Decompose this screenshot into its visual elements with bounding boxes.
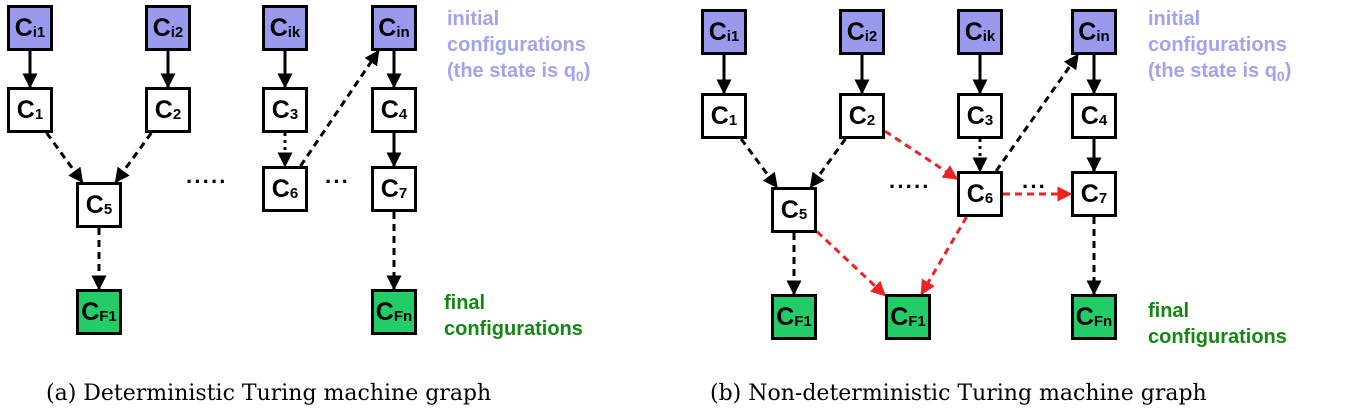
edge-b_c1-to-b_c5 xyxy=(739,138,779,189)
edge-b_c5-to-b_cf1b xyxy=(815,230,887,297)
final-label-line2-b: configurations xyxy=(1148,326,1287,348)
edge-a_c2-to-a_c5 xyxy=(114,132,153,184)
final-configurations-label-a: final configurations xyxy=(444,290,583,342)
initial-label-line2-b: configurations xyxy=(1148,34,1287,56)
edge-b_c2-to-b_c5 xyxy=(809,138,847,189)
initial-configurations-label-a: initial configurations (the state is q0) xyxy=(447,6,590,89)
ellipsis-dots-a2: ··· xyxy=(325,169,350,194)
edge-b_c6-to-b_cf1b xyxy=(920,216,968,296)
ellipsis-dots-b2: ··· xyxy=(1022,174,1047,199)
initial-label-line3-b: (the state is q0) xyxy=(1148,60,1292,84)
initial-label-line3-a: (the state is q0) xyxy=(447,60,591,84)
initial-label-line1-a: initial xyxy=(447,8,500,30)
final-label-line2-a: configurations xyxy=(444,318,583,340)
edge-a_c1-to-a_c5 xyxy=(45,132,84,184)
edge-b_c6-to-b_cin xyxy=(994,53,1080,172)
ellipsis-dots-b1: ····· xyxy=(889,174,931,199)
initial-label-line2-a: configurations xyxy=(447,34,586,56)
initial-configurations-label-b: initial configurations (the state is q0) xyxy=(1148,6,1291,89)
caption-b: (b) Non-deterministic Turing machine gra… xyxy=(710,381,1207,406)
caption-a: (a) Deterministic Turing machine graph xyxy=(46,381,492,406)
final-configurations-label-b: final configurations xyxy=(1148,298,1287,350)
ellipsis-dots-a1: ····· xyxy=(186,169,228,194)
edge-a_c6-to-a_cin xyxy=(299,49,380,167)
final-label-line1-a: final xyxy=(444,292,486,314)
final-label-line1-b: final xyxy=(1148,300,1190,322)
edge-b_c2-to-b_c6 xyxy=(884,129,959,181)
initial-label-line1-b: initial xyxy=(1148,8,1201,30)
